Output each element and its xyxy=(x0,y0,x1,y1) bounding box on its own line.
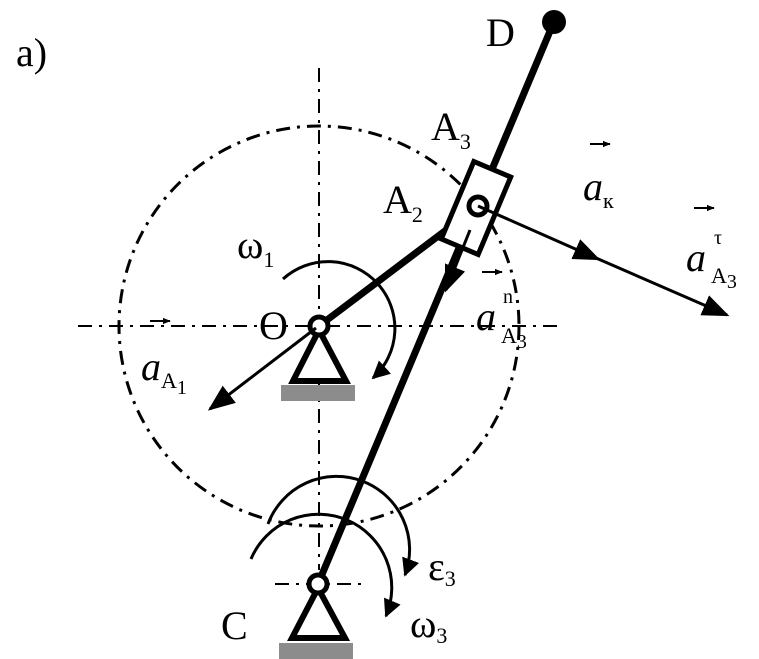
arc-epsilon3 xyxy=(266,474,420,577)
label-accel-a-a3-tau-sup: τ xyxy=(714,227,722,249)
vector-a-a1 xyxy=(207,326,317,411)
vector-a-a3-tau xyxy=(595,256,730,317)
label-point-c: C xyxy=(221,603,248,648)
label-accel-a-k: aк xyxy=(583,164,614,213)
support-o xyxy=(288,323,351,384)
label-omega1: ω1 xyxy=(237,222,274,272)
ground-c xyxy=(279,643,353,659)
label-epsilon3: ε3 xyxy=(428,544,456,591)
label-point-a3: A3 xyxy=(431,104,471,154)
point-d-dot xyxy=(542,10,566,34)
support-c xyxy=(287,581,351,641)
panel-label: a) xyxy=(16,30,47,75)
label-omega3: ω3 xyxy=(410,601,447,648)
vector-a-a3-n xyxy=(444,229,472,293)
label-point-a2: A2 xyxy=(383,177,423,227)
label-accel-a-a3-tau: a xyxy=(686,235,706,280)
joint-c xyxy=(306,572,330,596)
label-point-o: O xyxy=(259,303,288,348)
arc-omega3 xyxy=(249,512,401,618)
ground-o xyxy=(281,385,355,401)
arc-omega1 xyxy=(281,260,397,380)
label-accel-a-a3-tau-sub: A3 xyxy=(711,263,737,293)
label-accel-a-a3-n-sub: A3 xyxy=(501,323,527,353)
rocker-link xyxy=(314,20,557,588)
vector-a-k xyxy=(477,204,601,261)
label-accel-a-a3-n-sup: n xyxy=(503,286,513,308)
label-accel-a-a3-n: a xyxy=(476,294,496,339)
label-accel-a-a1: aA1 xyxy=(141,344,187,399)
label-point-d: D xyxy=(486,10,515,55)
